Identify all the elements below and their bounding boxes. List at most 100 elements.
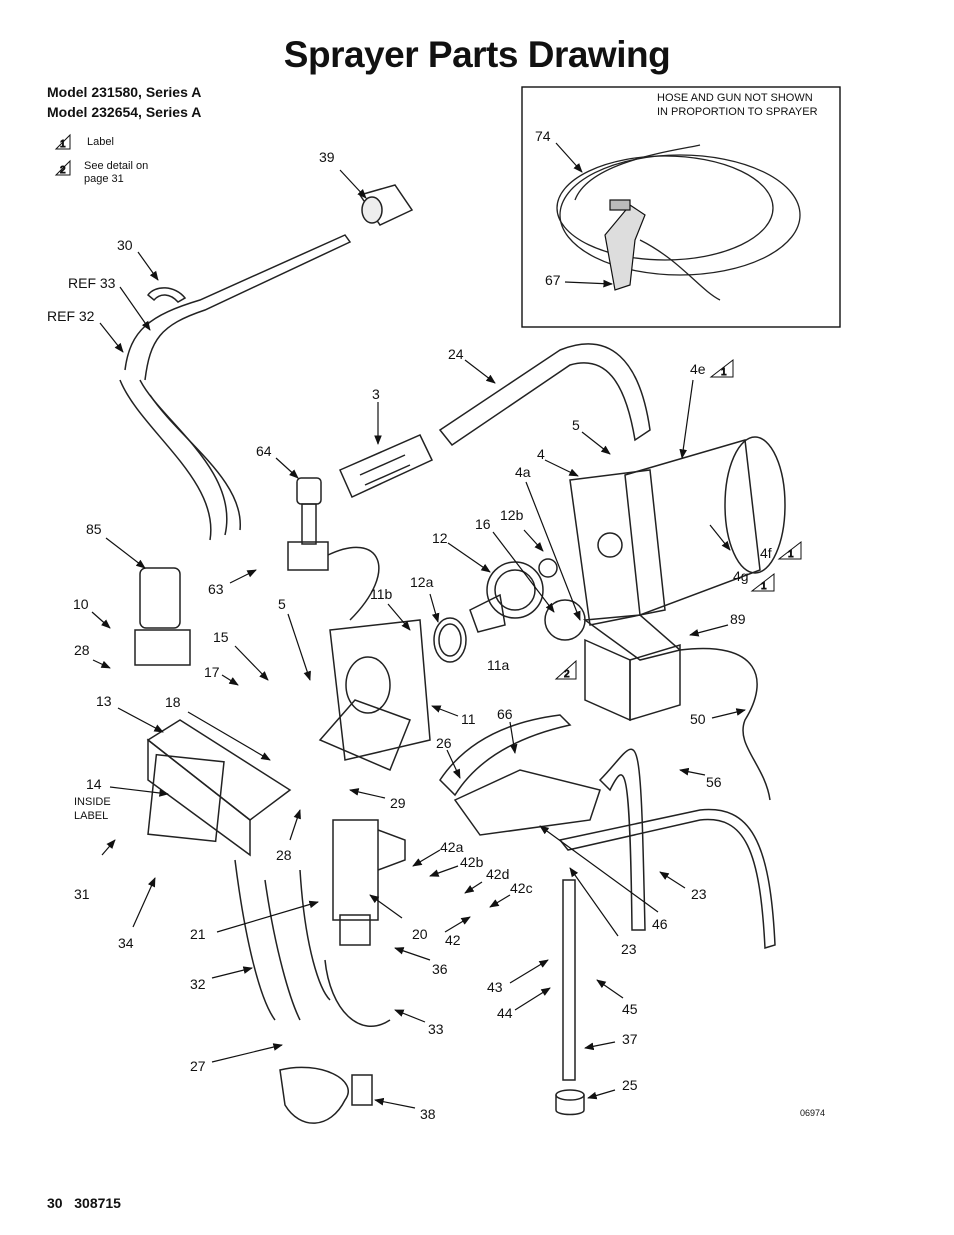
callout-44: 44 xyxy=(497,1005,513,1021)
cap-25 xyxy=(555,1089,585,1116)
callout-5-mid: 5 xyxy=(278,596,286,612)
hose-gun-box xyxy=(521,86,841,328)
callout-26: 26 xyxy=(436,735,452,751)
callout-42c: 42c xyxy=(510,880,533,896)
callout-42: 42 xyxy=(445,932,461,948)
callout-30: 30 xyxy=(117,237,133,253)
power-cord xyxy=(679,647,771,801)
motor-assembly xyxy=(569,436,786,626)
callout-89: 89 xyxy=(730,611,746,627)
drive-housing-11 xyxy=(318,619,431,771)
callout-4a: 4a xyxy=(515,464,531,480)
hose-gun-note: HOSE AND GUN NOT SHOWN IN PROPORTION TO … xyxy=(657,91,818,119)
callout-ref-33: REF 33 xyxy=(68,275,116,291)
callout-4: 4 xyxy=(537,446,545,462)
suction-hose xyxy=(139,379,228,536)
page-title: Sprayer Parts Drawing xyxy=(283,34,671,75)
callout-23-right: 23 xyxy=(691,886,707,902)
tri-4g: 1 xyxy=(761,581,767,592)
leader-lines xyxy=(91,142,746,1109)
callout-labels: 39 30 REF 33 REF 32 74 67 24 3 4e 5 4 4a… xyxy=(47,128,772,1122)
callout-5-top: 5 xyxy=(572,417,580,433)
callout-4g: 4g xyxy=(733,568,749,584)
handle-24 xyxy=(438,343,651,447)
page-footer: 30 308715 xyxy=(47,1195,121,1211)
callout-42d: 42d xyxy=(486,866,509,882)
callout-28-low: 28 xyxy=(276,847,292,863)
callout-28-top: 28 xyxy=(74,642,90,658)
hose-note-line-1: HOSE AND GUN NOT SHOWN xyxy=(657,92,813,104)
callout-56: 56 xyxy=(706,774,722,790)
hose-note-line-2: IN PROPORTION TO SPRAYER xyxy=(657,106,818,118)
tri-detail-2: 2 xyxy=(564,669,570,680)
inside-label-line-2: LABEL xyxy=(74,810,108,822)
callout-33: 33 xyxy=(428,1021,444,1037)
callout-18: 18 xyxy=(165,694,181,710)
hose-33-loop xyxy=(324,959,391,1027)
callout-23-mid: 23 xyxy=(621,941,637,957)
callout-10: 10 xyxy=(73,596,89,612)
callout-45: 45 xyxy=(622,1001,638,1017)
control-box-89 xyxy=(582,614,682,722)
callout-43: 43 xyxy=(487,979,503,995)
page-number: 30 xyxy=(47,1195,63,1211)
inlet-38 xyxy=(279,1066,373,1124)
callout-85: 85 xyxy=(86,521,102,537)
cart-handle xyxy=(124,234,352,381)
callout-38: 38 xyxy=(420,1106,436,1122)
callout-15: 15 xyxy=(213,629,229,645)
callout-4e: 4e xyxy=(690,361,706,377)
cart-frame xyxy=(439,714,776,1081)
lower-hoses xyxy=(234,859,331,1021)
callout-34: 34 xyxy=(118,935,134,951)
legend-label-text: Label xyxy=(87,136,114,148)
callout-32: 32 xyxy=(190,976,206,992)
tri-4e: 1 xyxy=(721,367,727,378)
callout-67: 67 xyxy=(545,272,561,288)
callout-27: 27 xyxy=(190,1058,206,1074)
callout-24: 24 xyxy=(448,346,464,362)
hose-coil xyxy=(556,144,801,301)
legend-num-1: 1 xyxy=(60,139,66,150)
callout-21: 21 xyxy=(190,926,206,942)
callout-4f: 4f xyxy=(760,545,772,561)
legend-triangle-1: 1 xyxy=(54,133,71,151)
outlet-fitting-39 xyxy=(358,184,414,226)
model-line-2: Model 232654, Series A xyxy=(47,104,202,120)
inside-label-line-1: INSIDE xyxy=(74,796,111,808)
callout-3: 3 xyxy=(372,386,380,402)
callout-12a: 12a xyxy=(410,574,434,590)
callout-66: 66 xyxy=(497,706,513,722)
callout-17: 17 xyxy=(204,664,220,680)
legend-num-2: 2 xyxy=(60,165,66,176)
model-line-1: Model 231580, Series A xyxy=(47,84,202,100)
callout-63: 63 xyxy=(208,581,224,597)
callout-46: 46 xyxy=(652,916,668,932)
callout-39: 39 xyxy=(319,149,335,165)
callout-64: 64 xyxy=(256,443,272,459)
callout-14: 14 xyxy=(86,776,102,792)
legend-detail-text: See detail on page 31 xyxy=(84,160,149,185)
callout-ref-32: REF 32 xyxy=(47,308,95,324)
callout-12: 12 xyxy=(432,530,448,546)
callout-74: 74 xyxy=(535,128,551,144)
grip-3 xyxy=(339,434,434,499)
callout-11: 11 xyxy=(461,711,476,727)
reference-triangles: 1 1 1 2 xyxy=(554,358,802,681)
callout-13: 13 xyxy=(96,693,112,709)
callout-12b: 12b xyxy=(500,507,524,523)
figure-number: 06974 xyxy=(800,1108,826,1118)
callout-50: 50 xyxy=(690,711,706,727)
pump-20 xyxy=(332,819,406,946)
pressure-box-13 xyxy=(146,719,292,857)
callout-42b: 42b xyxy=(460,854,484,870)
callout-42a: 42a xyxy=(440,839,464,855)
callout-29: 29 xyxy=(390,795,406,811)
document-number: 308715 xyxy=(74,1195,121,1211)
callout-11b: 11b xyxy=(370,586,393,602)
callout-20: 20 xyxy=(412,926,428,942)
filter-85 xyxy=(134,567,191,666)
callout-25: 25 xyxy=(622,1077,638,1093)
callout-31: 31 xyxy=(74,886,90,902)
